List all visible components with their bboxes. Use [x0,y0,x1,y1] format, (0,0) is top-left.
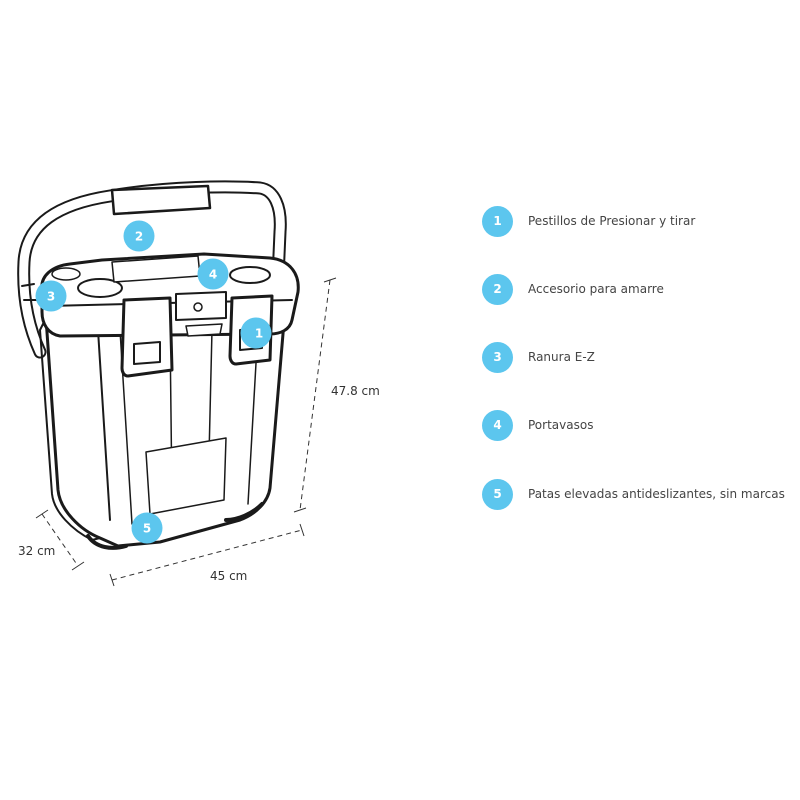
callout-badge-1: 1 [240,317,272,349]
svg-text:3: 3 [47,290,55,304]
legend-item-ez-slot: 3 Ranura E-Z [482,340,792,374]
svg-text:4: 4 [209,268,217,282]
legend-item-feet: 5 Patas elevadas antideslizantes, sin ma… [482,477,792,511]
height-dimension-line [299,279,331,511]
legend-badge: 3 [482,341,513,373]
callout-badge-5: 5 [131,512,163,544]
svg-text:5: 5 [143,522,151,536]
width-dimension-line [111,529,303,581]
legend-item-cup-holders: 4 Portavasos [482,408,792,442]
cooler-handle [17,180,287,359]
legend-label: Accesorio para amarre [528,282,664,296]
callout-badge-2: 2 [123,220,155,252]
svg-text:1: 1 [255,327,263,341]
legend-label: Ranura E-Z [528,350,595,364]
legend-item-tie-down: 2 Accesorio para amarre [482,272,792,306]
legend-badge: 5 [482,478,513,510]
legend-badge: 1 [482,205,513,237]
legend-badge: 4 [482,409,513,441]
svg-text:2: 2 [135,230,143,244]
depth-label: 32 cm [18,544,55,558]
legend-label: Pestillos de Presionar y tirar [528,214,696,228]
legend-item-latches: 1 Pestillos de Presionar y tirar [482,204,792,238]
legend-label: Patas elevadas antideslizantes, sin marc… [528,487,785,501]
legend-badge: 2 [482,273,513,305]
callout-badge-3: 3 [35,280,67,312]
width-label: 45 cm [210,569,247,583]
height-label: 47.8 cm [331,384,380,398]
dimension-lines [35,277,337,587]
depth-dimension-line [41,513,79,567]
legend-label: Portavasos [528,418,594,432]
callout-badge-4: 4 [197,258,229,290]
